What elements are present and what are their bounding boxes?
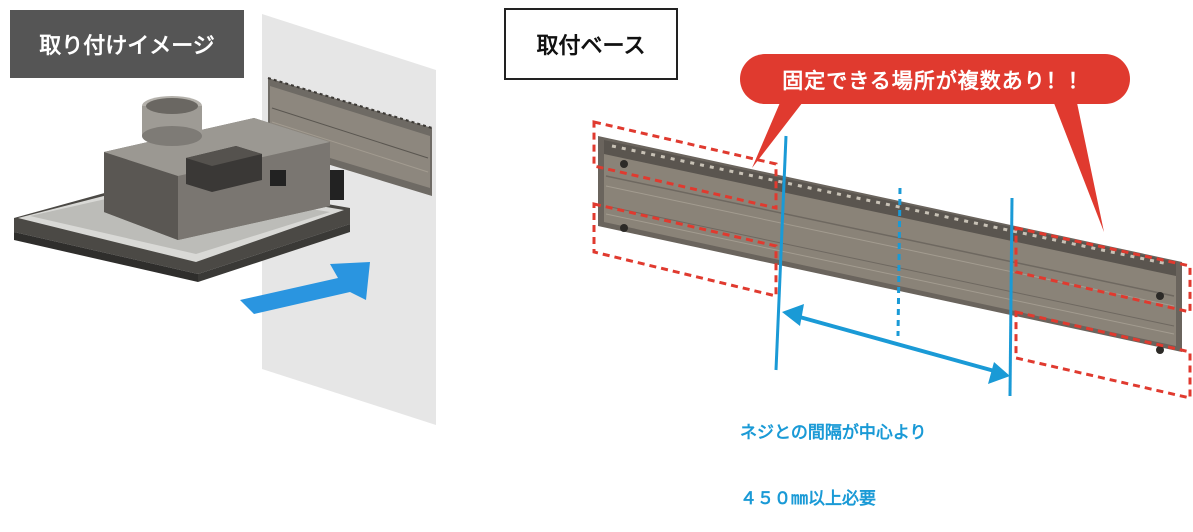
mounting-base (598, 136, 1182, 354)
wall-bracket-small (267, 77, 433, 196)
illustration-canvas (14, 14, 1192, 425)
install-image-label: 取り付けイメージ (10, 10, 244, 78)
spacing-note-line1: ネジとの間隔が中心より (740, 423, 927, 443)
spacing-guides (774, 135, 1014, 397)
callout-bubble (740, 54, 1130, 232)
fixing-zones (592, 120, 1192, 400)
dimension-arrow (782, 304, 1010, 384)
callout-text: 固定できる場所が複数あり！！ (782, 69, 1090, 93)
insert-arrow (240, 262, 370, 314)
spacing-note: ネジとの間隔が中心より ４５０㎜以上必要 (740, 378, 927, 532)
range-hood-unit (14, 96, 350, 282)
spacing-note-line2: ４５０㎜以上必要 (740, 489, 876, 509)
mount-base-label: 取付ベース (504, 8, 678, 80)
